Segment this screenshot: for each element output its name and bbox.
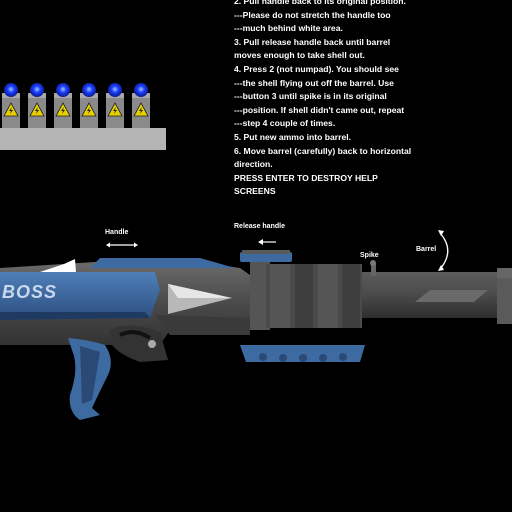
help-line: 5. Put new ammo into barrel. — [234, 131, 351, 142]
release-handle-label: Release handle — [234, 223, 285, 230]
ammo-shells[interactable] — [2, 83, 150, 128]
shell-light-icon — [4, 83, 18, 97]
help-footer: SCREENS — [234, 186, 276, 197]
shell-light-icon — [108, 83, 122, 97]
handle-arrow-icon — [106, 242, 138, 248]
barrel-label: Barrel — [416, 246, 437, 253]
help-footer: PRESS ENTER TO DESTROY HELP — [234, 172, 378, 183]
help-line: direction. — [234, 159, 273, 170]
spike-label: Spike — [360, 252, 379, 259]
gun-under-rail — [240, 345, 365, 362]
shell-light-icon — [134, 83, 148, 97]
release-handle[interactable] — [240, 250, 292, 262]
help-line: 2. Pull handle back to its original posi… — [234, 0, 406, 6]
barrel-detail — [415, 290, 488, 302]
spike[interactable] — [370, 260, 376, 276]
shell-light-icon — [82, 83, 96, 97]
gun-top-rail — [90, 258, 235, 268]
brand-logo: BOSS — [2, 282, 57, 302]
help-text: 2. Pull handle back to its original posi… — [234, 0, 509, 199]
ammo-tray — [0, 128, 166, 150]
gun-side-panel — [0, 272, 160, 320]
barrel-muzzle — [497, 268, 512, 324]
ammo-shell[interactable] — [28, 83, 46, 128]
barrel-rotate-arrow-icon — [438, 230, 449, 271]
ammo-shell[interactable] — [132, 83, 150, 128]
ammo-shell[interactable] — [2, 83, 20, 128]
help-line: ---the shell flying out off the barrel. … — [234, 77, 394, 88]
trigger[interactable] — [110, 325, 168, 362]
help-line: ---step 4 couple of times. — [234, 118, 336, 129]
handle-limit-mark — [40, 259, 76, 272]
help-line: ---Please do not stretch the handle too — [234, 9, 391, 20]
shell-light-icon — [56, 83, 70, 97]
ammo-shell[interactable] — [106, 83, 124, 128]
handle-label: Handle — [105, 229, 129, 236]
ammo-shell[interactable] — [80, 83, 98, 128]
shell-light-icon — [30, 83, 44, 97]
help-line: ---button 3 until spike is in its origin… — [234, 91, 387, 102]
release-arrow-icon — [258, 239, 276, 245]
help-line: ---position. If shell didn't came out, r… — [234, 104, 405, 115]
help-line: 4. Press 2 (not numpad). You should see — [234, 63, 399, 74]
help-line: moves enough to take shell out. — [234, 50, 365, 61]
help-line: ---much behind white area. — [234, 23, 343, 34]
ammo-shell[interactable] — [54, 83, 72, 128]
help-line: 6. Move barrel (carefully) back to horiz… — [234, 145, 412, 156]
help-line: 3. Pull release handle back until barrel — [234, 36, 391, 47]
barrel-chamber — [250, 262, 362, 330]
